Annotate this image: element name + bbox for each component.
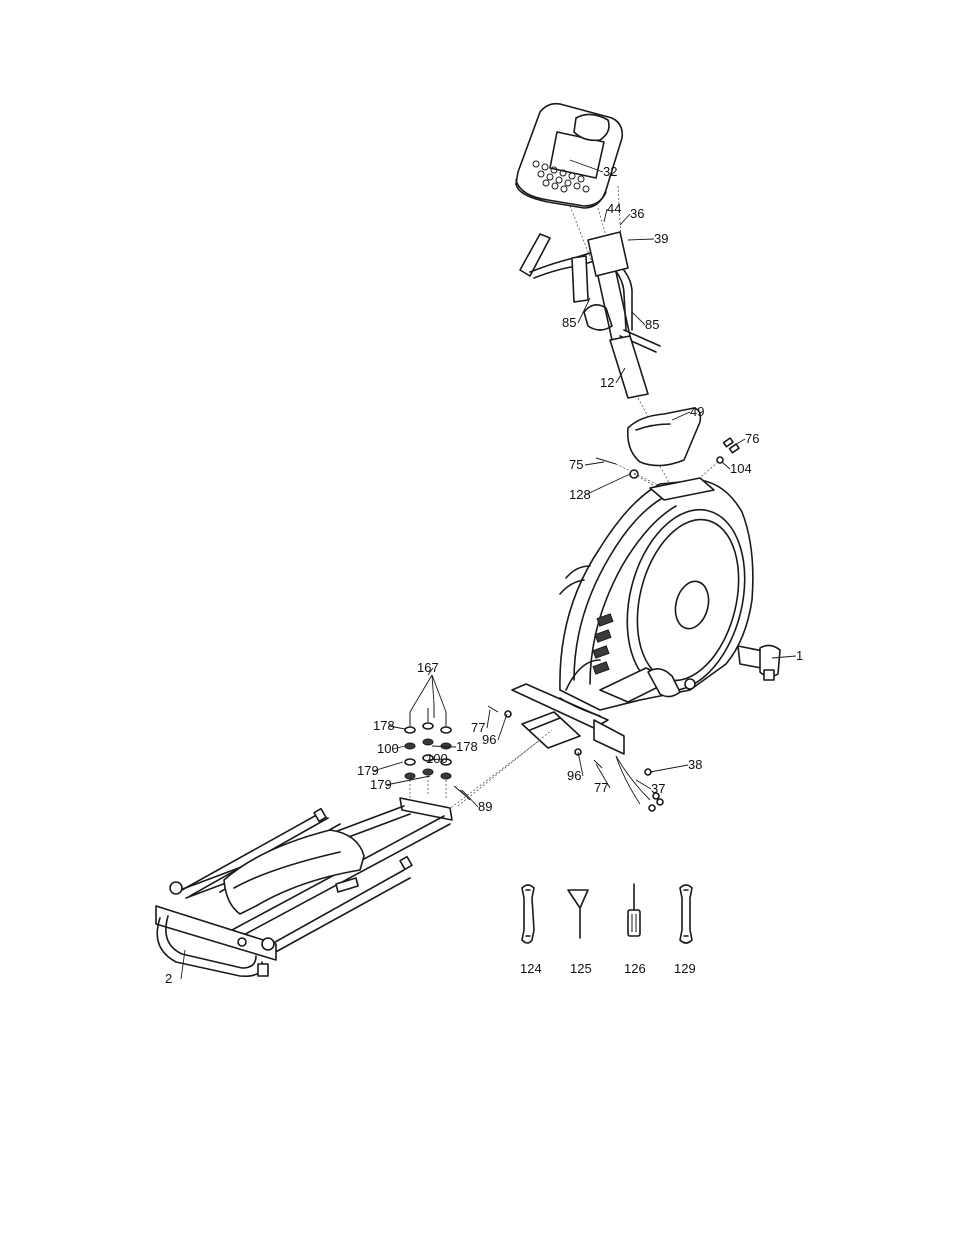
callout-label-38: 38 — [688, 758, 702, 771]
callout-label-96a: 96 — [482, 733, 496, 746]
leader-line-128 — [585, 474, 630, 495]
leader-line-75 — [585, 462, 604, 465]
leader-line-85b — [632, 312, 645, 325]
tool-label-124: 124 — [520, 962, 542, 975]
tool-label-129: 129 — [674, 962, 696, 975]
leader-line-167-2 — [410, 675, 432, 712]
callout-label-85a: 85 — [562, 316, 576, 329]
leader-line-104 — [722, 462, 730, 469]
callout-label-1: 1 — [796, 649, 803, 662]
handlebar-part — [520, 232, 660, 352]
leader-line-76 — [733, 439, 745, 446]
callout-label-85b: 85 — [645, 318, 659, 331]
crossbar-hardware — [488, 706, 663, 811]
callout-label-12: 12 — [600, 376, 614, 389]
console-part — [516, 104, 622, 208]
leader-line-39 — [628, 239, 654, 240]
callout-label-2: 2 — [165, 972, 172, 985]
callout-label-37: 37 — [651, 782, 665, 795]
tool-label-125: 125 — [570, 962, 592, 975]
rail-part — [156, 798, 452, 976]
allen-key-icon — [568, 890, 588, 938]
callout-label-179a: 179 — [357, 764, 379, 777]
callout-label-128: 128 — [569, 488, 591, 501]
open-wrench-icon — [680, 885, 692, 943]
leader-line-89 — [462, 790, 478, 807]
callout-label-36: 36 — [630, 207, 644, 220]
callout-label-32: 32 — [603, 165, 617, 178]
callout-label-178b: 178 — [456, 740, 478, 753]
callout-label-100a: 100 — [377, 742, 399, 755]
callout-label-49: 49 — [690, 405, 704, 418]
callout-label-167: 167 — [417, 661, 439, 674]
screwdriver-icon — [628, 884, 640, 936]
callout-label-89: 89 — [478, 800, 492, 813]
wrench-icon — [522, 885, 534, 943]
leader-line-38 — [650, 765, 688, 772]
leader-line-178b — [432, 746, 456, 747]
callout-label-96b: 96 — [567, 769, 581, 782]
callout-label-44: 44 — [607, 202, 621, 215]
callout-label-178a: 178 — [373, 719, 395, 732]
callout-label-100b: 100 — [426, 752, 448, 765]
leader-line-77a — [487, 710, 490, 728]
callout-label-39: 39 — [654, 232, 668, 245]
leader-line-36 — [620, 214, 630, 225]
rear-stabilizer-part — [738, 645, 780, 680]
callout-label-104: 104 — [730, 462, 752, 475]
callout-label-76: 76 — [745, 432, 759, 445]
leader-line-96a — [498, 714, 507, 740]
callout-label-75: 75 — [569, 458, 583, 471]
callout-label-179b: 179 — [370, 778, 392, 791]
callout-label-77b: 77 — [594, 781, 608, 794]
tool-label-126: 126 — [624, 962, 646, 975]
